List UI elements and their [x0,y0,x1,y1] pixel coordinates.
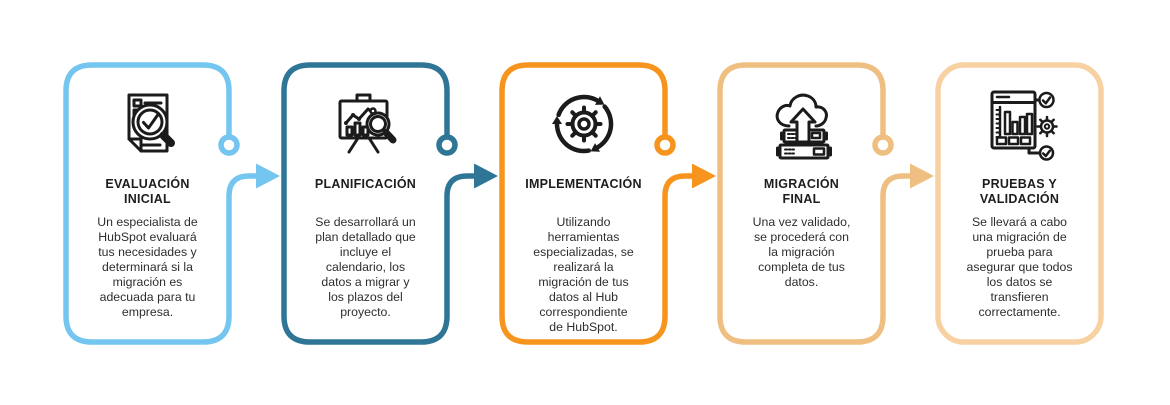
step-title: PRUEBAS Y VALIDACIÓN [979,177,1060,206]
step-card-evaluacion-inicial: EVALUACIÓN INICIAL Un especialista de Hu… [66,65,229,342]
step-card-planificacion: PLANIFICACIÓN Se desarrollará un plan de… [284,65,447,342]
step-description: Utilizando herramientas especializadas, … [533,215,634,334]
document-magnifier-check-icon [108,85,188,163]
step-description: Una vez validado, se procederá con la mi… [752,215,851,289]
step-description: Se desarrollará un plan detallado que in… [315,215,416,319]
step-title: PLANIFICACIÓN [314,177,417,191]
gear-cycle-arrows-icon [544,85,624,163]
presentation-chart-magnifier-icon [326,85,406,163]
step-card-migracion-final: MIGRACIÓN FINAL Una vez validado, se pro… [720,65,883,342]
step-description: Un especialista de HubSpot evaluará tus … [97,215,198,319]
step-card-implementacion: IMPLEMENTACIÓN Utilizando herramientas e… [502,65,665,342]
step-description: Se llevará a cabo una migración de prueb… [966,215,1073,319]
step-card-pruebas-validacion: PRUEBAS Y VALIDACIÓN Se llevará a cabo u… [938,65,1101,342]
step-title: MIGRACIÓN FINAL [763,177,840,206]
report-validation-icon [980,85,1060,163]
cloud-upload-servers-icon [762,85,842,163]
step-title: EVALUACIÓN INICIAL [105,177,190,206]
step-title: IMPLEMENTACIÓN [525,177,642,191]
